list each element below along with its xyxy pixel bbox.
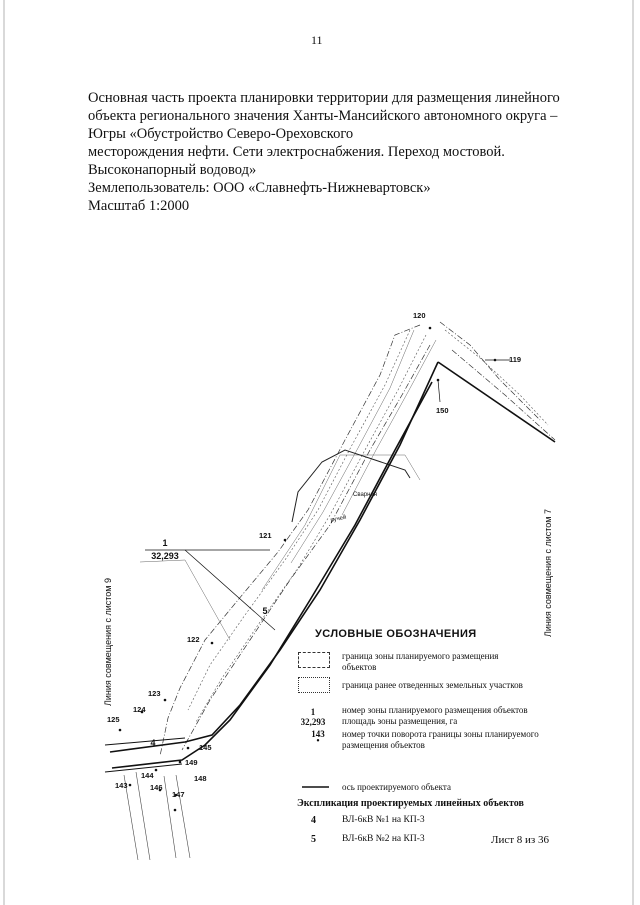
point-label-121: 121 [259, 531, 272, 540]
title-line: объекта регионального значения Ханты-Ман… [88, 108, 558, 124]
title-line: месторождения нефти. Сети электроснабжен… [88, 144, 505, 160]
land-user: Землепользователь: ООО «Славнефть-Нижнев… [88, 180, 431, 196]
turning-points [118, 326, 497, 812]
thin-lines [139, 329, 437, 641]
earlier-allotted-boundary [187, 329, 549, 723]
legend-zone-code: 1 32,293 [300, 707, 326, 727]
point-label-150: 150 [436, 406, 449, 415]
title-line: Основная часть проекта планировки террит… [88, 90, 560, 106]
legend-item-zone-boundary: граница зоны планируемого размещения объ… [342, 651, 499, 672]
point-label-122: 122 [187, 635, 200, 644]
title-line: Высоконапорный водовод» [88, 162, 257, 178]
point-label-148: 148 [194, 774, 207, 783]
point-label-123: 123 [148, 689, 161, 698]
roads-bottom [123, 771, 191, 861]
left-margin-label: Линия совмещения с листом 9 [103, 578, 113, 706]
explication-text-4: ВЛ-6кВ №1 на КП-3 [342, 815, 425, 825]
line-number-4-map: 4 [150, 738, 156, 748]
line-number-5-map: 5 [262, 606, 268, 616]
legend-earlier-allotted-symbol [298, 677, 330, 693]
explication-text-5: ВЛ-6кВ №2 на КП-3 [342, 834, 425, 844]
page-edge-right [632, 0, 634, 905]
point-label-143: 143 [115, 781, 128, 790]
map-note-svarnaya: Сварная [353, 492, 378, 498]
explication-num-4: 4 [311, 815, 316, 826]
legend-item-zone-number: номер зоны планируемого размещения объек… [342, 705, 528, 726]
leader-lines [145, 359, 510, 631]
explication-num-5: 5 [311, 834, 316, 845]
zone-number: 1 [162, 538, 168, 548]
point-label-149: 149 [185, 758, 198, 767]
legend-item-earlier-allotted: граница ранее отведенных земельных участ… [342, 680, 523, 690]
point-label-147: 147 [172, 790, 185, 799]
document-title: Основная часть проекта планировки террит… [88, 89, 560, 215]
point-label-145: 145 [199, 743, 212, 752]
point-label-144: 144 [141, 771, 154, 780]
page-number: 11 [311, 33, 323, 47]
point-label-120: 120 [413, 311, 426, 320]
point-label-146: 146 [150, 783, 163, 792]
zone-boundary [159, 321, 556, 757]
legend-zone-boundary-symbol [298, 652, 330, 668]
scale: Масштаб 1:2000 [88, 198, 190, 214]
point-label-125: 125 [107, 715, 120, 724]
title-line: Югры «Обустройство Северо-Ореховского [88, 126, 354, 142]
legend-item-turning-point: номер точки поворота границы зоны планир… [342, 729, 539, 750]
legend-item-project-axis: ось проектируемого объекта [342, 782, 451, 792]
page-edge-left [3, 0, 5, 905]
sheet-join-lines [104, 737, 186, 773]
sheet-label: Лист 8 из 36 [491, 834, 550, 846]
explication-title: Экспликация проектируемых линейных объек… [297, 798, 524, 809]
pad-outline [291, 449, 411, 523]
point-label-124: 124 [133, 705, 146, 714]
zone-area: 32,293 [151, 551, 179, 561]
point-label-119: 119 [509, 355, 522, 364]
project-axis [109, 361, 556, 769]
legend-title: УСЛОВНЫЕ ОБОЗНАЧЕНИЯ [315, 628, 477, 640]
right-margin-label: Линия совмещения с листом 7 [543, 509, 553, 637]
legend-point-code: 143 • [311, 729, 325, 747]
